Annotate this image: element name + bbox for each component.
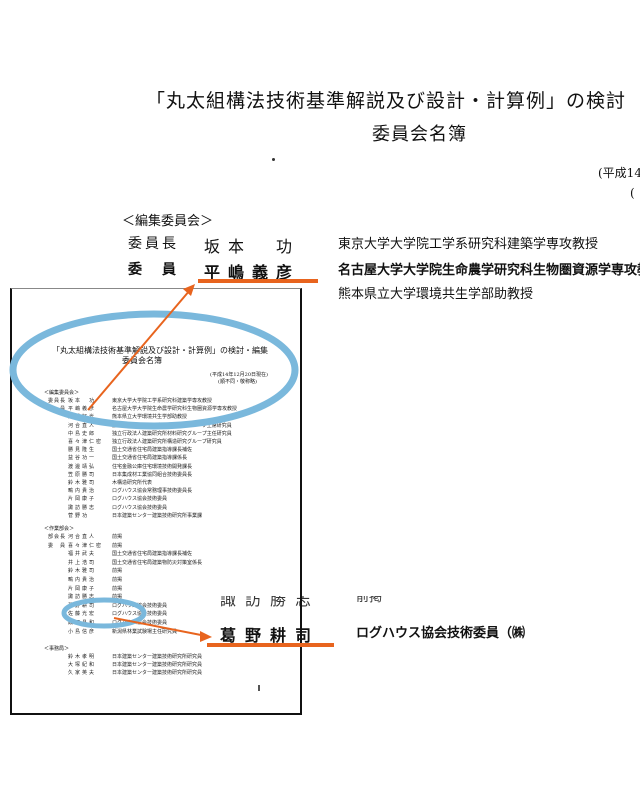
member-affiliation: ログハウス協会技術委員 xyxy=(112,496,168,503)
member-name: 喜々津仁密 xyxy=(68,439,104,445)
zoomed-document-page: 「丸太組構法技術基準解説及び設計・計算例」の検討 委員会名簿 (平成14 ( ＜… xyxy=(0,0,640,300)
member-name: 片岡康子 xyxy=(68,585,97,592)
member-name: 佐藤光宏 xyxy=(68,611,97,618)
member-name: 葛野耕司 xyxy=(68,602,97,609)
member-name: 坂本 功 xyxy=(68,398,97,404)
thumbnail-work-heading: ＜作業部会＞ xyxy=(44,526,75,532)
member-affiliation: 独立行政法人建築研究所構造研究グループ研究員 xyxy=(112,439,222,445)
member-affiliation: 日本建築センター建築技術研究所研究員 xyxy=(112,662,203,669)
thumbnail-date-note: (順不同・敬称略) xyxy=(218,379,257,385)
document-title: 「丸太組構法技術基準解説及び設計・計算例」の検討 xyxy=(146,90,627,112)
member-affiliation: ログハウス協会技術委員 xyxy=(112,504,168,511)
member-name: 益谷功一 xyxy=(68,455,97,462)
fragment-name-highlighted: 葛野耕司 xyxy=(220,626,321,645)
member-name: 喜々津仁密 xyxy=(68,542,104,549)
member-name: 片岡康子 xyxy=(68,496,97,503)
member-affiliation: 前掲 xyxy=(112,577,123,583)
member-name: 久家英夫 xyxy=(68,670,97,677)
member-name: 大橋好光 xyxy=(68,414,97,421)
member-role: 委 員 xyxy=(48,542,67,549)
member-affiliation: 日本建築センター建築技術研究所研究員 xyxy=(112,654,203,660)
member-affiliation: 前掲 xyxy=(112,568,123,575)
document-date: (平成14 xyxy=(598,166,640,180)
member-name: 渡邊靖弘 xyxy=(68,463,97,470)
speck xyxy=(272,158,275,161)
member-name: 福井武夫 xyxy=(68,551,97,558)
thumbnail-date: (平成14年12月20日現在) xyxy=(210,372,268,378)
member-name: 飯田昌和 xyxy=(68,620,97,626)
member-name: 鴫内貴治 xyxy=(68,577,97,583)
member-name: 河合直人 xyxy=(68,534,97,540)
fragment-name: 諏訪勝志 xyxy=(220,596,321,609)
member-name: 菅野功 xyxy=(68,512,90,519)
member-role: 委 員 xyxy=(128,262,179,278)
thumbnail-subtitle: 委員会名簿 xyxy=(122,356,162,365)
member-affiliation: ログハウス協会技術委員 xyxy=(112,620,168,626)
member-name: 勝見隆生 xyxy=(68,447,97,454)
member-name: 平嶋義彦 xyxy=(68,406,97,413)
member-affiliation: 国土交通省住宅局建築指導課長補佐 xyxy=(112,551,193,558)
member-affiliation: 東京大学大学院工学系研究科建築学専攻教授 xyxy=(338,237,599,252)
editing-committee-heading: ＜編集委員会＞ xyxy=(122,214,214,229)
document-subtitle: 委員会名簿 xyxy=(372,124,467,145)
member-affiliation: 前掲 xyxy=(112,585,123,592)
member-affiliation: 独立行政法人建築研究所材料研究グループ主任研究員 xyxy=(112,430,232,437)
member-name: 諏訪勝志 xyxy=(68,594,97,601)
member-name: 鈴木雅司 xyxy=(68,568,97,575)
member-affiliation: 日本建築センター建築技術研究所事業課 xyxy=(112,512,203,519)
member-affiliation: 前掲 xyxy=(112,542,123,549)
member-role: 委員長 xyxy=(128,236,179,252)
member-affiliation: 熊本県立大学環境共生学部助教授 xyxy=(112,414,188,421)
member-affiliation: 新潟県林業試験場主任研究員 xyxy=(112,628,178,635)
member-name: 中島史郎 xyxy=(68,430,97,437)
member-name: 井上浩司 xyxy=(68,559,97,566)
member-name: 小島信彦 xyxy=(68,628,97,635)
member-affiliation: 木構造研究所代表 xyxy=(112,480,153,486)
member-name: 鴫内貴治 xyxy=(68,488,97,495)
member-name: 坂本 功 xyxy=(204,237,301,256)
member-affiliation: 名古屋大学大学院生命農学研究科生物圏資源学専攻教授 xyxy=(112,406,238,413)
member-affiliation: 熊本県立大学環境共生学部助教授 xyxy=(338,287,534,300)
member-affiliation: 前掲 xyxy=(112,534,123,540)
fragment-affiliation: 前掲 xyxy=(356,596,383,605)
member-role: 部会長 xyxy=(48,534,67,540)
member-name-highlighted: 平嶋義彦 xyxy=(204,263,301,282)
member-role: 委員長 xyxy=(48,398,67,404)
member-name: 河合直人 xyxy=(68,422,97,429)
member-affiliation: ログハウス協会常務理事技術委員長 xyxy=(112,488,193,495)
zoomed-fragment: 諏訪勝志 前掲 葛野耕司 ログハウス協会技術委員（㈱ xyxy=(200,596,640,648)
member-affiliation: 東京大学大学院工学系研究科建築学専攻教授 xyxy=(112,398,213,404)
member-affiliation: 日本集成材工業協同組合技術委員長 xyxy=(112,471,193,478)
member-affiliation: 日本建築センター建築技術研究所研究員 xyxy=(112,670,203,677)
fragment-affiliation: ログハウス協会技術委員（㈱ xyxy=(356,626,526,641)
member-affiliation: 国土交通省住宅局建築指導課係長 xyxy=(112,455,188,462)
member-affiliation: 前掲 xyxy=(112,594,123,601)
member-name: 諏訪勝志 xyxy=(68,504,97,511)
member-affiliation: ログハウス協会技術委員 xyxy=(112,602,168,609)
member-affiliation: 住宅金融公庫住宅環境技術開発課長 xyxy=(112,463,193,470)
speck xyxy=(258,685,260,691)
member-name: 鈴木雅司 xyxy=(68,480,97,486)
member-name: 鈴木孝明 xyxy=(68,654,97,660)
thumbnail-editing-heading: ＜編集委員会＞ xyxy=(44,390,80,396)
member-affiliation: 国土交通省住宅局建築指導課長補佐 xyxy=(112,447,193,454)
document-date-line2: ( xyxy=(630,186,635,200)
member-role: 委 員 xyxy=(48,406,67,413)
member-affiliation: ログハウス協会技術委員 xyxy=(112,611,168,618)
member-name: 大塚紀和 xyxy=(68,662,97,669)
thumbnail-document-page: 「丸太組構法技術基準解説及び設計・計算例」の検討・編集 委員会名簿 (平成14年… xyxy=(10,288,302,715)
member-affiliation: 国土交通省住宅局建築物防災対策室係長 xyxy=(112,559,203,566)
member-affiliation: 独立行政法人建築研究所構造研究グループ上席研究員 xyxy=(112,422,232,429)
thumbnail-secretariat-heading: ＜事務局＞ xyxy=(44,646,70,652)
member-affiliation: 名古屋大学大学院生命農学研究科生物圏資源学専攻教 xyxy=(338,263,640,278)
member-name: 笠原勝司 xyxy=(68,471,97,478)
